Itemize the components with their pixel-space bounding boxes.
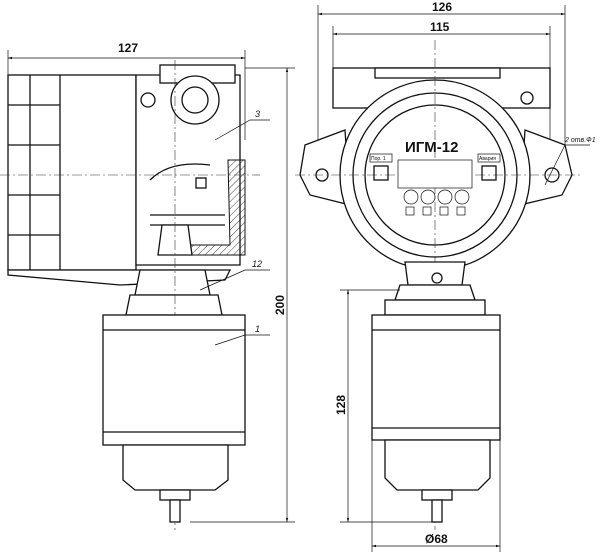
dim-68: Ø68: [425, 532, 448, 546]
dim-200: 200: [273, 295, 287, 315]
front-view: 126 115 ИГМ-12 Пор. 1 Авария 2 отв.Ф1 12…: [295, 0, 596, 552]
indicator-left-icon: [373, 165, 389, 181]
panel-tag-right: Авария: [479, 156, 496, 162]
callout-12: 12: [252, 259, 262, 269]
panel-buttons: [403, 189, 470, 216]
dim-126: 126: [432, 0, 452, 14]
callout-1: 1: [255, 324, 260, 334]
indicator-right-icon: [481, 165, 497, 181]
dim-128: 128: [334, 395, 348, 415]
device-title: ИГМ-12: [405, 139, 458, 156]
callout-holes: 2 отв.Ф1: [564, 137, 596, 144]
side-view: 127 3 12 1 200: [0, 41, 295, 530]
panel-tag-left: Пор. 1: [371, 156, 386, 162]
dim-115: 115: [430, 20, 450, 34]
callout-3: 3: [255, 109, 260, 119]
dim-127: 127: [118, 41, 138, 55]
